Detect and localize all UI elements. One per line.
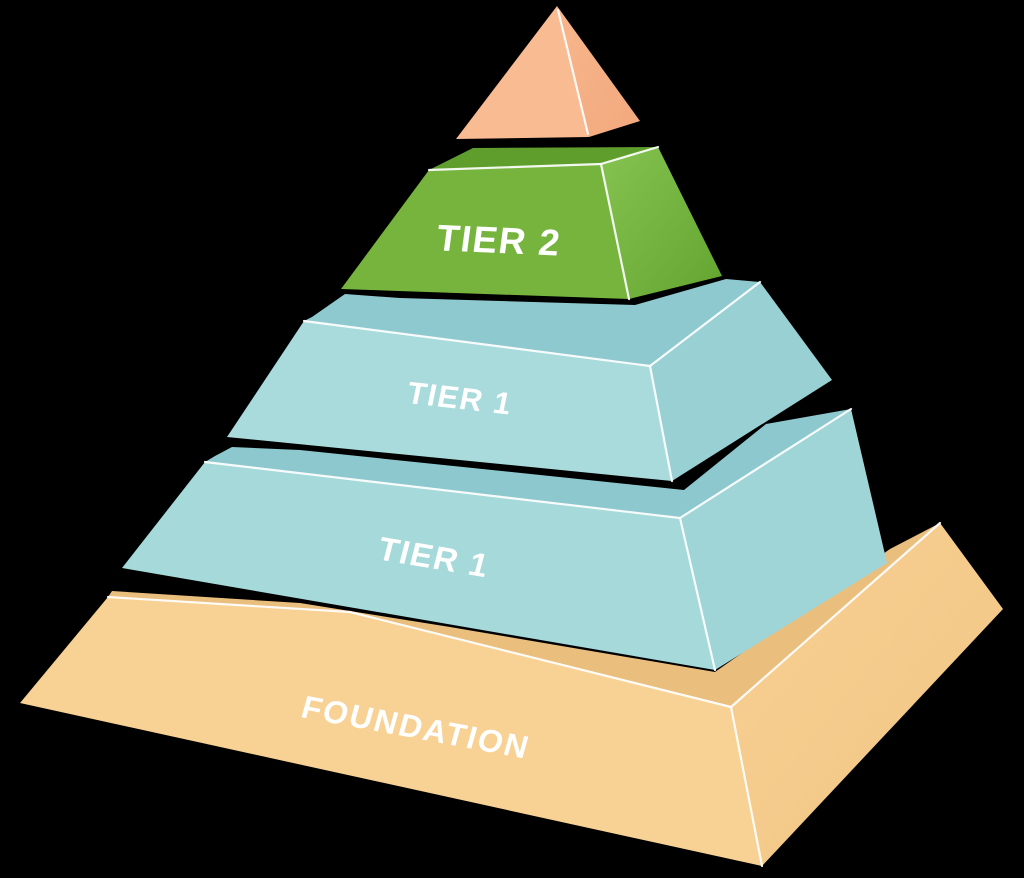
- apex-right-face: [557, 6, 640, 137]
- tier-1-lower-fold-edge-highlight: [678, 516, 717, 672]
- apex-fold-edge-highlight: [556, 8, 590, 136]
- layer-apex-cap: [456, 6, 640, 139]
- foundation-fold-edge-highlight: [729, 705, 764, 868]
- tier-2-front-face: [341, 164, 629, 299]
- tier-1-upper-top-face: [304, 279, 760, 366]
- tier-1-lower-top-face: [205, 409, 851, 518]
- tier-2-top-face: [429, 147, 658, 170]
- tier-1-upper-front-face: [227, 321, 672, 481]
- tier-1-lower-right-face: [680, 409, 887, 670]
- tier-2-fold-edge-highlight: [599, 162, 631, 301]
- edge-highlights: [106, 8, 942, 868]
- layer-tier-1-lower: [122, 409, 887, 670]
- foundation-top-edge-highlight: [106, 521, 942, 709]
- tier-1-upper-fold-edge-highlight: [648, 364, 674, 483]
- foundation-top-face: [108, 523, 940, 707]
- tier-2-right-face: [601, 147, 722, 299]
- layer-foundation: [20, 523, 1003, 866]
- foundation-right-face: [731, 523, 1003, 866]
- layer-tier-1-upper: [227, 279, 832, 481]
- apex-front-face: [456, 6, 589, 139]
- layer-tier-2: [341, 147, 722, 299]
- tier-2-label: TIER 2: [434, 216, 563, 263]
- tier-1-lower-front-face: [122, 462, 715, 670]
- foundation-front-face: [20, 597, 762, 866]
